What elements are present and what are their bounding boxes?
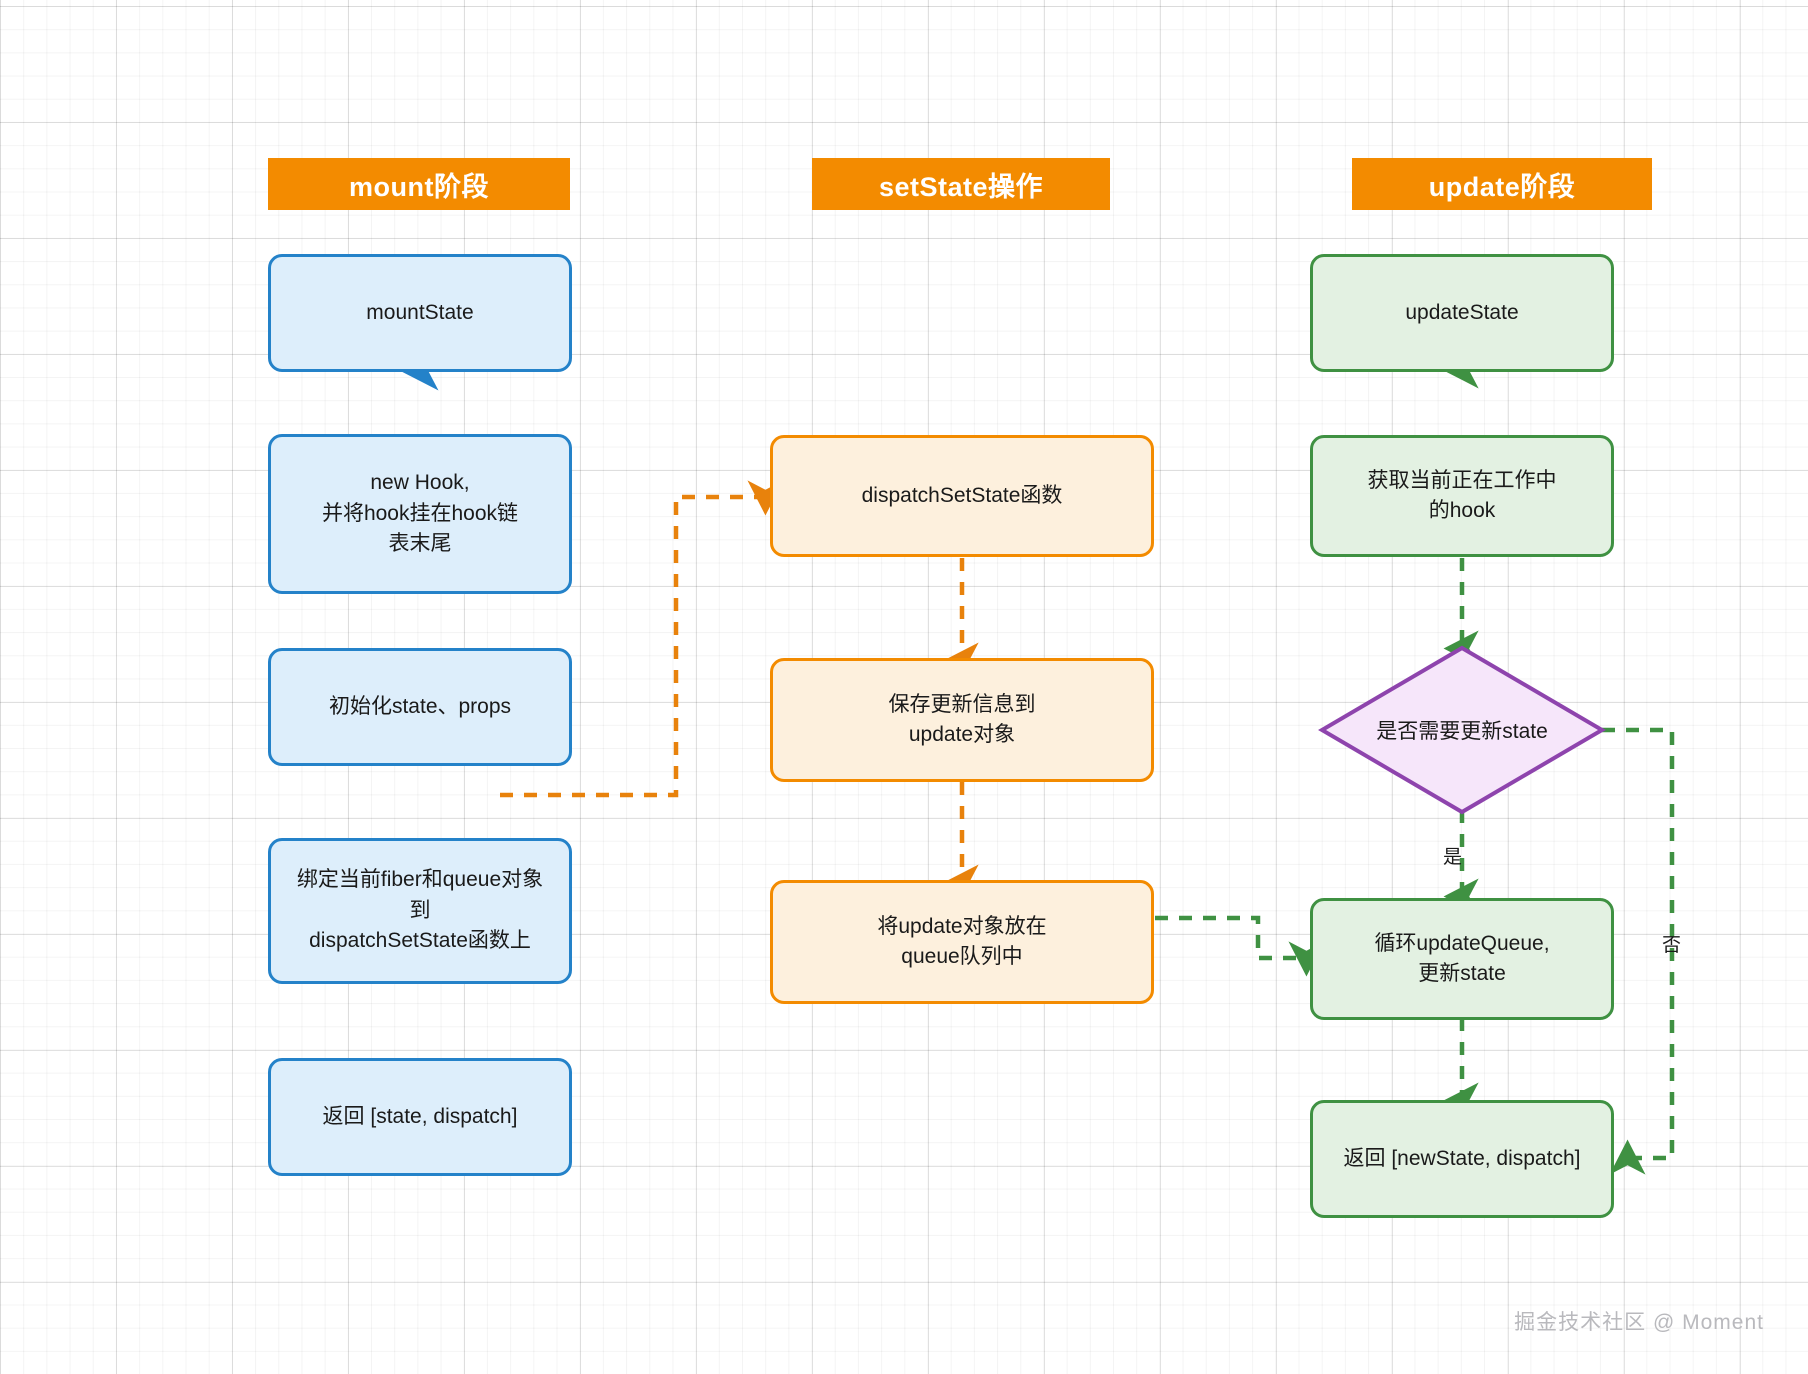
node-setstate-push-queue[interactable]: 将update对象放在 queue队列中: [770, 880, 1154, 1004]
edge-label-yes: 是: [1443, 847, 1463, 868]
node-update-loop-queue[interactable]: 循环updateQueue, 更新state: [1310, 898, 1614, 1020]
node-update-return-newstate[interactable]: 返回 [newState, dispatch]: [1310, 1100, 1614, 1218]
node-setstate-dispatchsetstate[interactable]: dispatchSetState函数: [770, 435, 1154, 557]
banner-setstate: setState操作: [812, 158, 1110, 210]
banner-mount: mount阶段: [268, 158, 570, 210]
node-update-get-current-hook[interactable]: 获取当前正在工作中 的hook: [1310, 435, 1614, 557]
node-update-decision[interactable]: 是否需要更新state: [1322, 648, 1602, 812]
node-mount-bind-fiber-queue[interactable]: 绑定当前fiber和queue对象 到 dispatchSetState函数上: [268, 838, 572, 984]
node-mount-newhook[interactable]: new Hook, 并将hook挂在hook链 表末尾: [268, 434, 572, 594]
banner-update: update阶段: [1352, 158, 1652, 210]
watermark: 掘金技术社区 @ Moment: [1514, 1311, 1764, 1334]
node-mount-init-state-props[interactable]: 初始化state、props: [268, 648, 572, 766]
node-mount-return-state[interactable]: 返回 [state, dispatch]: [268, 1058, 572, 1176]
node-setstate-save-update-info[interactable]: 保存更新信息到 update对象: [770, 658, 1154, 782]
edge-pushQueue-to-loopQueue: [1155, 915, 1325, 977]
edge-label-no: 否: [1662, 935, 1682, 956]
node-update-updatestate[interactable]: updateState: [1310, 254, 1614, 372]
node-mount-mountstate[interactable]: mountState: [268, 254, 572, 372]
decision-label: 是否需要更新state: [1376, 720, 1548, 743]
